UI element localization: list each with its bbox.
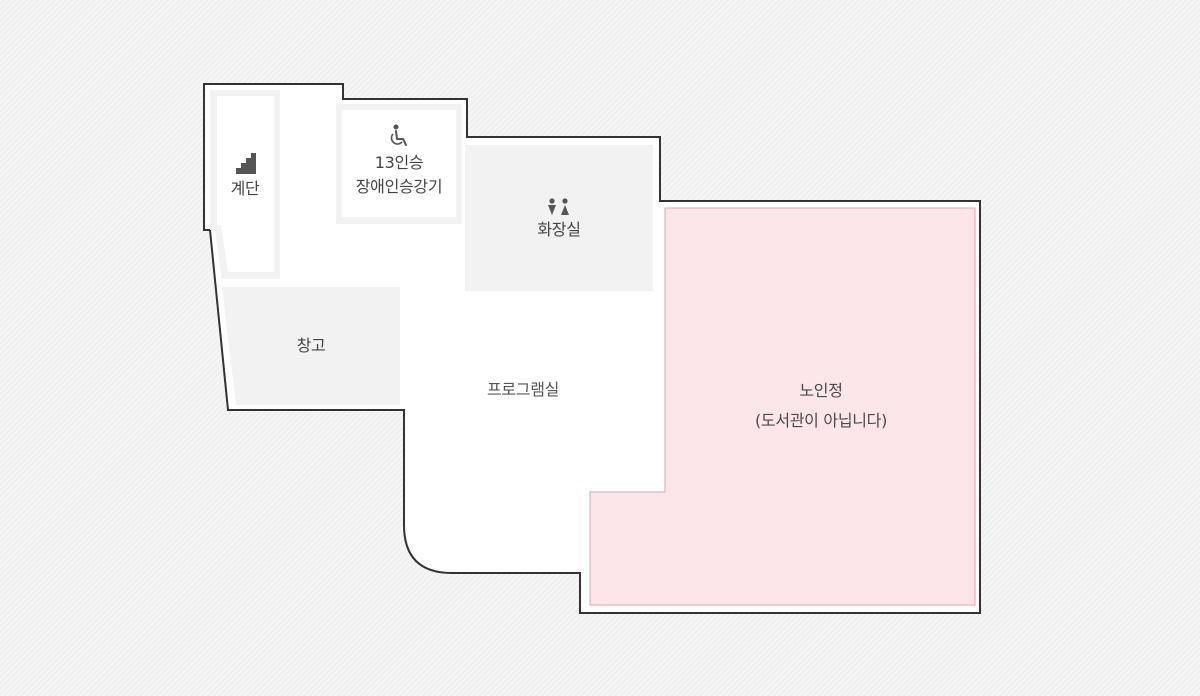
elevator-capacity-label: 13인승 xyxy=(375,153,424,172)
senior-center-room[interactable]: 노인정 (도서관이 아닙니다) xyxy=(589,207,976,606)
stairs-label: 계단 xyxy=(231,179,260,198)
stairs-room-inner xyxy=(217,96,274,272)
restroom[interactable]: 화장실 xyxy=(465,145,653,291)
senior-center-label: 노인정 xyxy=(799,381,842,400)
storage-room-area xyxy=(222,287,400,405)
restroom-area xyxy=(465,145,653,291)
storage-label: 창고 xyxy=(297,336,326,355)
elevator-type-label: 장애인승강기 xyxy=(356,177,443,196)
wheelchair-icon xyxy=(390,124,407,146)
storage-room[interactable]: 창고 xyxy=(222,287,400,405)
program-room-label[interactable]: 프로그램실 xyxy=(487,380,559,399)
senior-center-note: (도서관이 아닙니다) xyxy=(755,411,887,430)
stairs-room[interactable]: 계단 xyxy=(210,90,280,279)
elevator-room[interactable]: 13인승 장애인승강기 xyxy=(336,104,462,224)
restroom-icon xyxy=(548,198,569,215)
senior-center-area xyxy=(589,207,976,606)
elevator-room-inner xyxy=(342,110,456,217)
stairs-icon xyxy=(236,153,256,174)
restroom-label: 화장실 xyxy=(537,220,580,239)
